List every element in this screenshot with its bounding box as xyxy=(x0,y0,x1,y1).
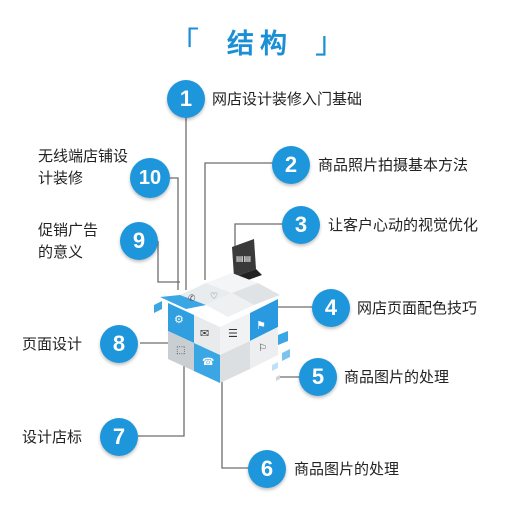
svg-text:✉: ✉ xyxy=(200,327,209,340)
svg-text:♡: ♡ xyxy=(210,292,218,302)
item-label-3: 让客户心动的视觉优化 xyxy=(328,216,479,234)
badge-2: 2 xyxy=(272,146,310,184)
connector-6 xyxy=(221,360,250,469)
item-label-6: 商品图片的处理 xyxy=(294,460,400,478)
title-bracket-left: 「 xyxy=(169,26,205,61)
title-text: 结构 xyxy=(227,29,293,60)
badge-6: 6 xyxy=(248,450,286,488)
svg-text:⚙: ⚙ xyxy=(174,313,184,326)
item-label-7: 设计店标 xyxy=(22,428,83,446)
svg-text:✆: ✆ xyxy=(188,294,196,304)
svg-text:▤▤: ▤▤ xyxy=(236,254,251,263)
connector-10 xyxy=(168,177,179,290)
badge-3: 3 xyxy=(282,206,320,244)
badge-9: 9 xyxy=(120,222,158,260)
item-label-8: 页面设计 xyxy=(22,335,83,353)
badge-5: 5 xyxy=(299,358,337,396)
badge-4: 4 xyxy=(312,289,350,327)
title-bracket-right: 」 xyxy=(315,26,351,61)
svg-text:☎: ☎ xyxy=(202,357,214,368)
badge-10: 10 xyxy=(130,158,170,198)
item-label-2: 商品照片拍摄基本方法 xyxy=(318,156,469,174)
connector-9 xyxy=(157,241,180,283)
item-label-4: 网店页面配色技巧 xyxy=(357,299,478,317)
diagram-title: 「结构」 xyxy=(0,18,520,62)
item-label-9: 促销广告的意义 xyxy=(38,221,99,261)
badge-7: 7 xyxy=(100,418,138,456)
svg-text:⬚: ⬚ xyxy=(176,345,185,356)
item-label-10: 无线端店铺设计装修 xyxy=(38,147,129,187)
svg-text:⚑: ⚑ xyxy=(256,319,266,332)
badge-8: 8 xyxy=(100,325,138,363)
cube-illustration: ▤▤ ⚙ ✉ ☰ ⚑ ⬚ ☎ ⚐ ♡ ✆ xyxy=(154,239,290,383)
item-label-1: 网店设计装修入门基础 xyxy=(212,90,363,108)
svg-text:⚐: ⚐ xyxy=(258,343,267,354)
connector-2 xyxy=(204,162,275,280)
item-label-5: 商品图片的处理 xyxy=(344,368,450,386)
svg-text:☰: ☰ xyxy=(228,327,238,340)
badge-1: 1 xyxy=(167,80,205,118)
connector-7 xyxy=(138,360,185,437)
